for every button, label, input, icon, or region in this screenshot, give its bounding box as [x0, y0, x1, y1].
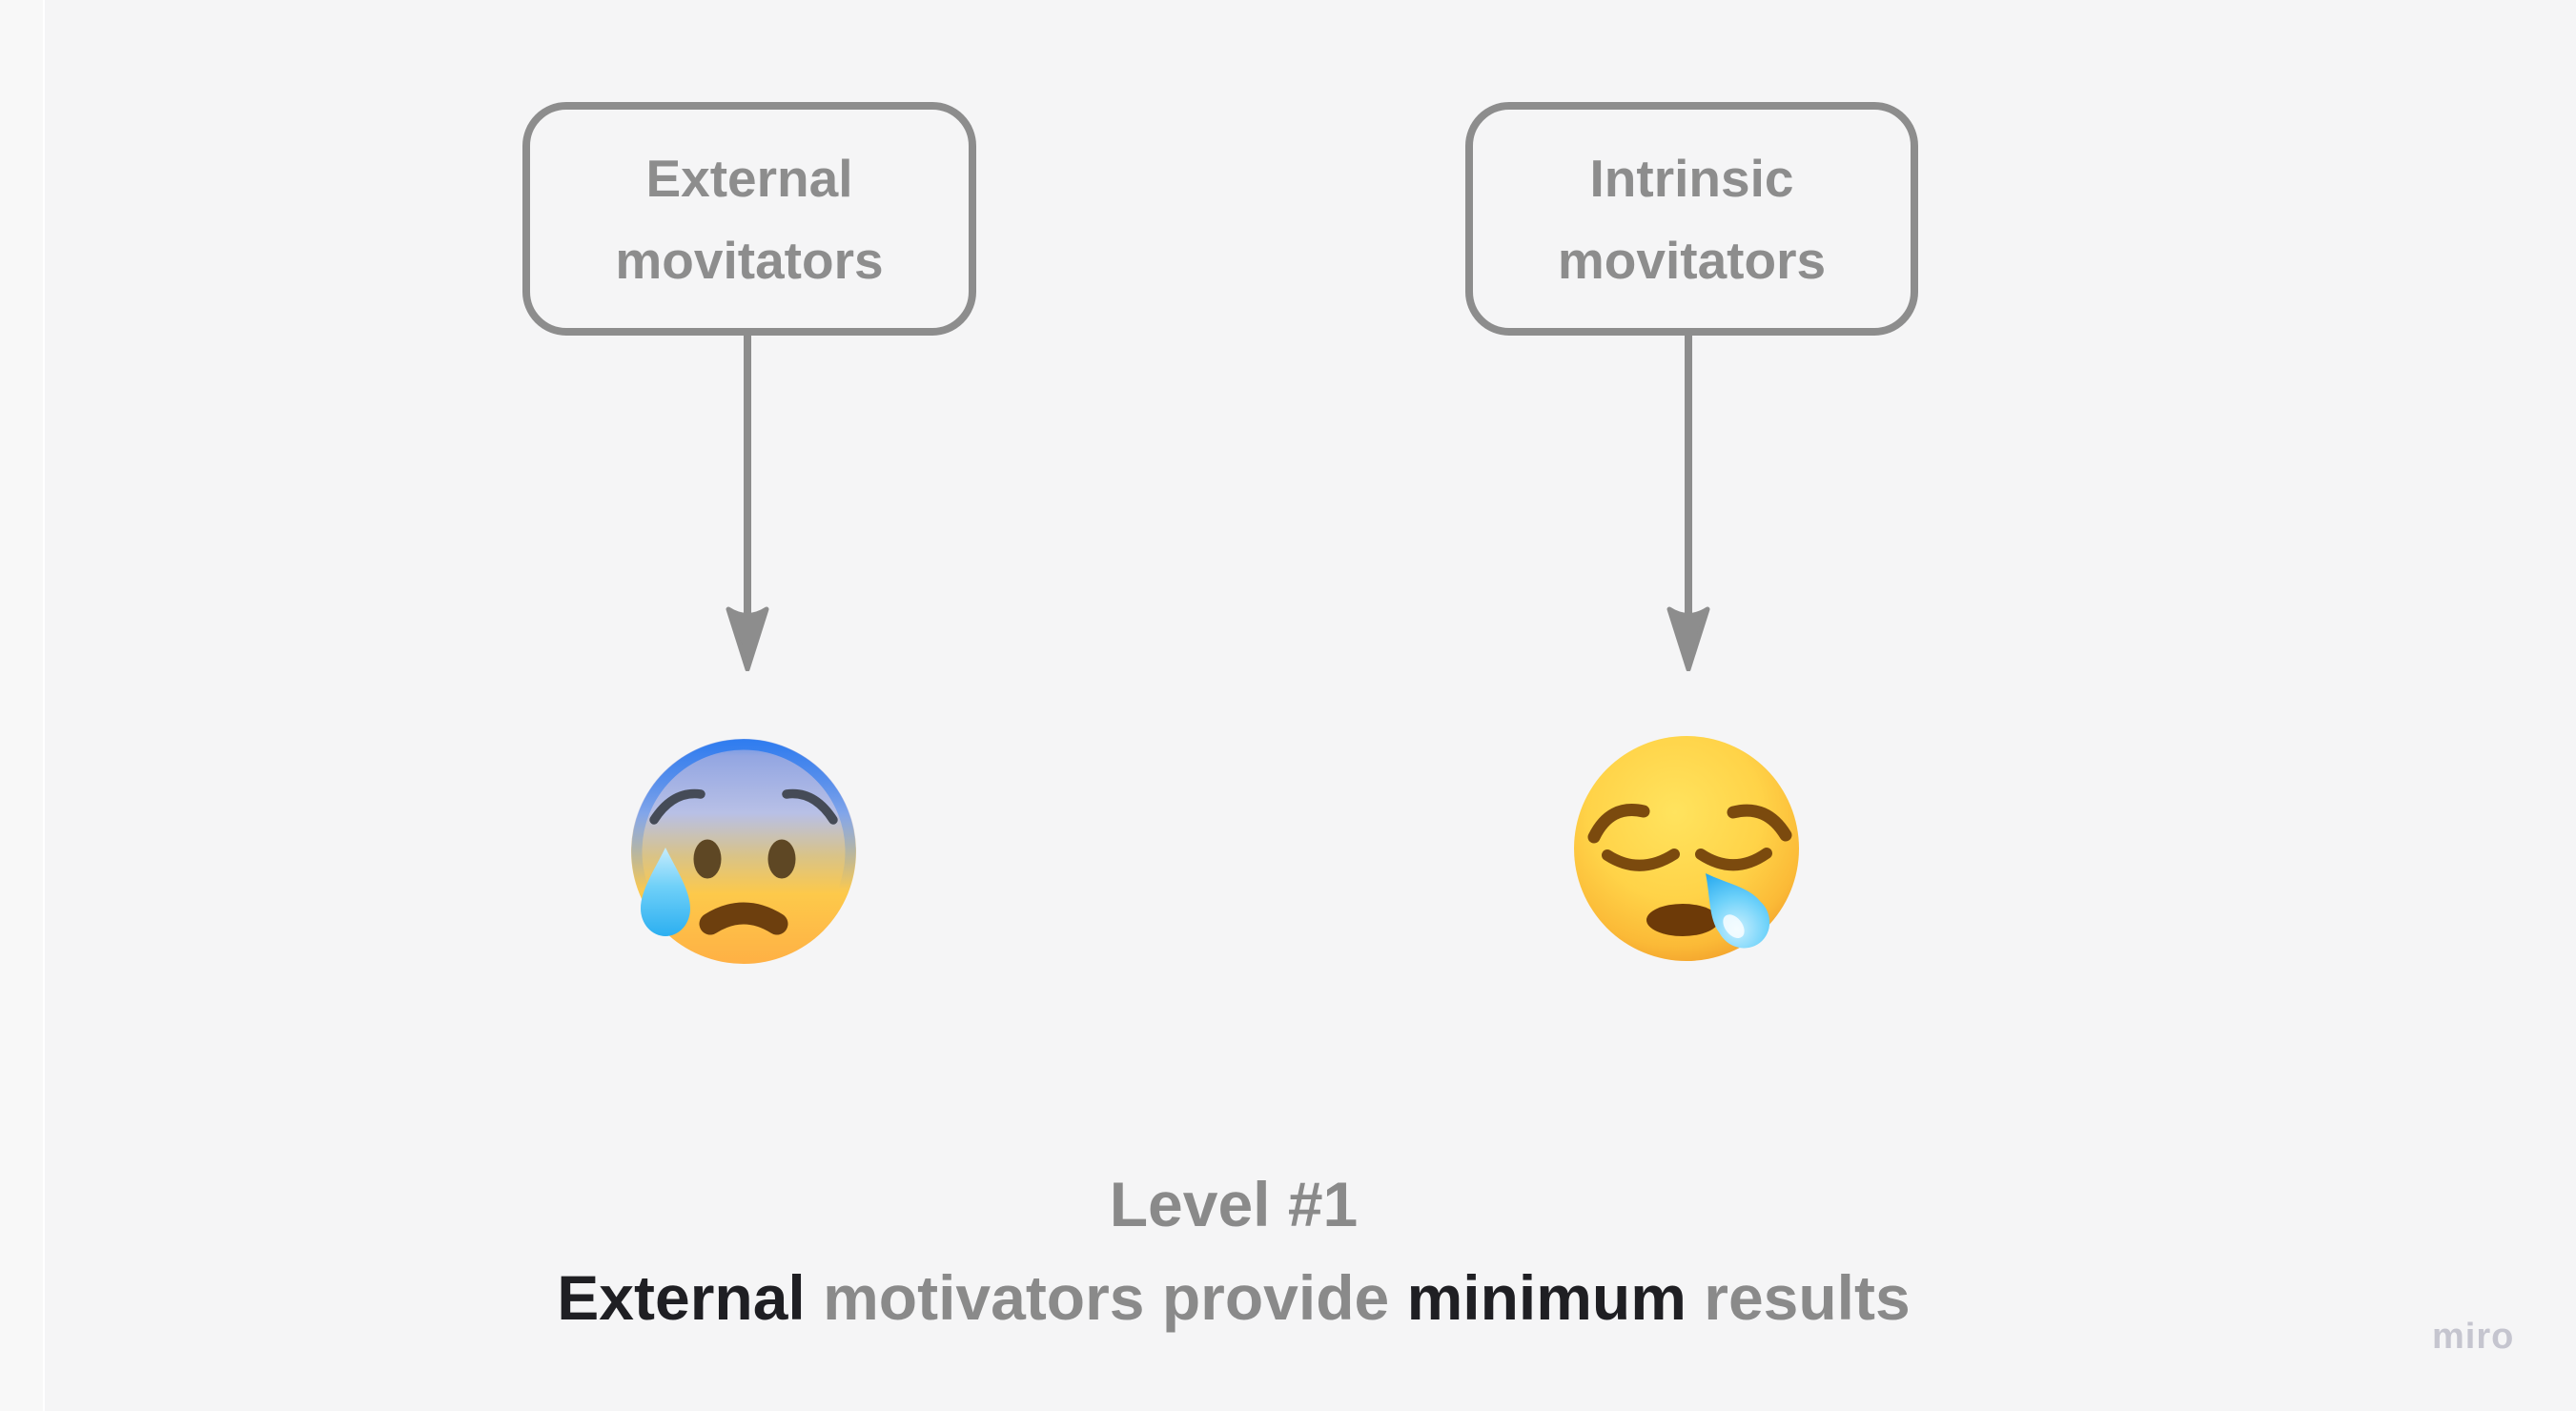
caption-segment: External	[557, 1262, 806, 1333]
canvas-margin-strip	[0, 0, 43, 1411]
emoji-sweat-drop	[641, 848, 690, 936]
arrow-head	[1666, 606, 1710, 671]
emoji-left-eyebrow	[1587, 804, 1650, 844]
emoji-left-closed-eye	[1602, 849, 1680, 871]
emoji-right-eyebrow	[782, 788, 838, 825]
emoji-right-closed-eye	[1695, 848, 1772, 871]
caption-level-line: Level #1	[1109, 1169, 1359, 1239]
emoji-open-mouth	[1646, 904, 1719, 936]
caption-segment: minimum	[1406, 1262, 1687, 1333]
shape-intrinsic-motivators: Intrinsic movitators	[1465, 102, 1918, 336]
emoji-frown-mouth	[699, 902, 788, 935]
anxious-face-with-cold-sweat-emoji-icon	[631, 739, 856, 964]
emoji-snot-bubble	[1706, 873, 1770, 949]
down-arrow-connector	[726, 336, 769, 671]
down-arrow-connector	[1666, 336, 1710, 671]
shape-label-line: Intrinsic	[1589, 148, 1794, 208]
caption-block: Level #1 External motivators provide min…	[557, 1157, 1910, 1344]
shape-label-line: movitators	[1557, 230, 1827, 290]
emoji-left-eyebrow	[649, 788, 705, 825]
emoji-right-eye	[767, 839, 796, 879]
sleepy-face-emoji-icon	[1574, 736, 1799, 961]
emoji-left-eye	[693, 839, 722, 879]
shape-label-line: movitators	[615, 230, 884, 290]
frame-edge-line	[43, 0, 45, 1411]
shape-external-motivators: External movitators	[522, 102, 976, 336]
caption-segment: motivators provide	[805, 1262, 1407, 1333]
emoji-snot-highlight	[1723, 914, 1745, 938]
arrow-head	[726, 606, 769, 671]
emoji-blue-rim	[631, 739, 856, 964]
caption-segment: results	[1686, 1262, 1911, 1333]
emoji-right-eyebrow	[1727, 804, 1792, 842]
miro-watermark: miro	[2432, 1317, 2515, 1357]
shape-label-line: External	[645, 148, 853, 208]
caption-description-line: External motivators provide minimum resu…	[557, 1251, 1910, 1344]
